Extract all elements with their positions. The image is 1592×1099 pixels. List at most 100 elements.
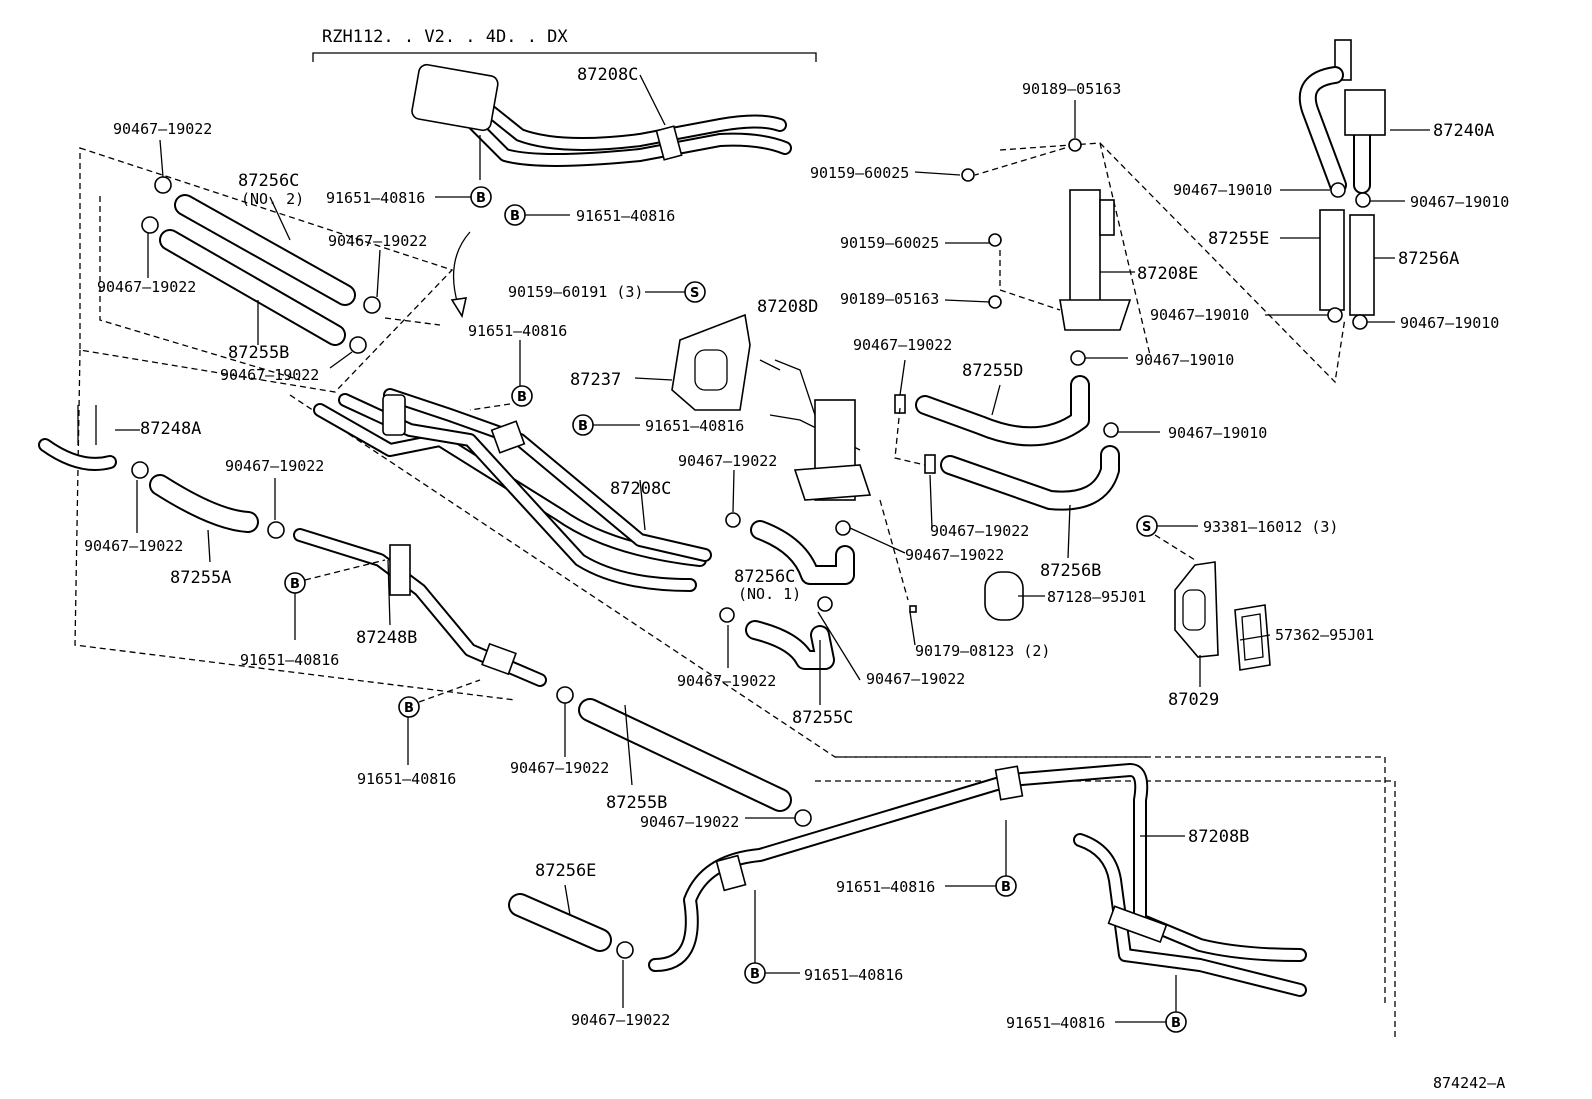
label-57362-95J01: 57362–95J01: [1275, 626, 1374, 644]
label-90467-19022-6: 90467–19022: [84, 537, 183, 555]
bolt-90189-a: [1068, 138, 1082, 152]
label-90467-19022-15: 90467–19022: [571, 1011, 670, 1029]
label-87256A: 87256A: [1398, 249, 1459, 269]
label-87208C-top: 87208C: [577, 65, 638, 85]
pipe-87248A: [38, 405, 117, 471]
label-87237: 87237: [570, 370, 621, 390]
label-90467-19022-7: 90467–19022: [678, 452, 777, 470]
label-90467-19022-8: 90467–19022: [677, 672, 776, 690]
callout-b-3: B: [511, 385, 533, 407]
clamp-87255B-right: [794, 809, 812, 827]
label-90467-19010-6: 90467–19010: [1400, 314, 1499, 332]
label-87208E: 87208E: [1137, 264, 1198, 284]
label-90189-05163-b: 90189–05163: [840, 290, 939, 308]
pipe-87248B: [293, 528, 547, 687]
svg-text:B: B: [578, 419, 588, 434]
label-91651-40816-5: 91651–40816: [240, 651, 339, 669]
label-87208D: 87208D: [757, 297, 818, 317]
clamp-87255A-right: [267, 521, 285, 539]
variant-label: RZH112. . V2. . 4D. . DX: [322, 27, 568, 47]
clamp-87255A-left: [131, 461, 149, 479]
label-90159-60191: 90159–60191 (3): [508, 283, 643, 301]
clamp-87255B-left: [556, 686, 574, 704]
label-87256B: 87256B: [1040, 561, 1101, 581]
hose-87256A: [1349, 214, 1375, 316]
valve-87240A: [1298, 39, 1386, 194]
label-93381-16012: 93381–16012 (3): [1203, 518, 1338, 536]
svg-text:B: B: [510, 209, 520, 224]
svg-text:B: B: [290, 577, 300, 592]
outline-bottom-right-top: [835, 756, 1386, 1005]
outline-right-valve: [1099, 142, 1346, 384]
callout-b-7: B: [995, 875, 1017, 897]
bolt-90159-a: [961, 168, 975, 182]
hose-87255B-top: [159, 229, 346, 346]
label-91651-40816-8: 91651–40816: [804, 966, 903, 984]
svg-text:B: B: [1001, 880, 1011, 895]
label-87255C: 87255C: [792, 708, 853, 728]
label-87208B: 87208B: [1188, 827, 1249, 847]
clamps-upper-left: [141, 176, 381, 354]
label-91651-40816-3: 91651–40816: [468, 322, 567, 340]
label-91651-40816-7: 91651–40816: [836, 878, 935, 896]
clamp-19010-c: [1327, 307, 1343, 323]
outline-upper-left-hoses: [79, 147, 454, 393]
hose-87256C-no2: [174, 194, 356, 306]
label-87255B-top: 87255B: [228, 343, 289, 363]
label-90467-19010-4: 90467–19010: [1410, 193, 1509, 211]
label-90467-19022-10: 90467–19022: [905, 546, 1004, 564]
clamp-87256E: [616, 941, 634, 959]
label-87256E: 87256E: [535, 861, 596, 881]
label-87255B-bottom: 87255B: [606, 793, 667, 813]
callouts: B B B B B B B B B S S: [284, 186, 1187, 1033]
label-90467-19022-4: 90467–19022: [220, 366, 319, 384]
hose-87256B: [940, 445, 1120, 511]
label-90467-19010-5: 90467–19010: [1150, 306, 1249, 324]
hose-87255D: [915, 375, 1090, 447]
label-87128-95J01: 87128–95J01: [1047, 588, 1146, 606]
label-87255D: 87255D: [962, 361, 1023, 381]
part-labels: 87208C 91651–40816 91651–40816 90467–190…: [84, 65, 1509, 1092]
svg-text:B: B: [517, 390, 527, 405]
label-91651-40816-1: 91651–40816: [326, 189, 425, 207]
clamps-center: [719, 512, 851, 623]
pipe-87208B: [648, 763, 1307, 997]
clamp-19010-d: [1352, 314, 1368, 330]
part-87208D: [769, 359, 872, 501]
label-87256C-no1: 87256C: [734, 567, 795, 587]
direction-arrow-head: [450, 297, 468, 319]
label-91651-40816-9: 91651–40816: [1006, 1014, 1105, 1032]
bolt-90179: [909, 605, 917, 613]
label-91651-40816-2: 91651–40816: [576, 207, 675, 225]
part-87029: [1174, 561, 1219, 658]
label-90467-19022-13: 90467–19022: [853, 336, 952, 354]
callout-s-1: S: [684, 281, 706, 303]
label-87248A: 87248A: [140, 419, 201, 439]
label-90467-19022-9: 90467–19022: [866, 670, 965, 688]
part-87128: [984, 571, 1024, 621]
clamp-19010-center: [1070, 350, 1086, 366]
svg-text:S: S: [1142, 520, 1151, 535]
label-90159-60025-a: 90159–60025: [810, 164, 909, 182]
pipe-87208C-top: [411, 63, 792, 180]
callout-b-5: B: [284, 572, 306, 594]
svg-text:B: B: [476, 191, 486, 206]
valve-87208E: [1059, 189, 1132, 331]
hose-87255E: [1319, 209, 1345, 311]
label-87208C-mid: 87208C: [610, 479, 671, 499]
pipe-87208C-mid: [313, 388, 712, 592]
label-90159-60025-b: 90159–60025: [840, 234, 939, 252]
callout-b-9: B: [1165, 1011, 1187, 1033]
label-91651-40816-6: 91651–40816: [357, 770, 456, 788]
clamp-19010-b: [1355, 192, 1371, 208]
clamp-19010-a: [1330, 182, 1346, 198]
outline-bottom-right-outer: [815, 780, 1396, 1040]
label-90467-19010-1: 90467–19010: [1135, 351, 1234, 369]
label-87029: 87029: [1168, 690, 1219, 710]
hose-87255C: [745, 620, 835, 670]
label-90467-19022-14: 90467–19022: [930, 522, 1029, 540]
clip-2: [924, 454, 936, 474]
label-90467-19022-11: 90467–19022: [510, 759, 609, 777]
callout-b-6: B: [398, 696, 420, 718]
label-90467-19022-3: 90467–19022: [97, 278, 196, 296]
